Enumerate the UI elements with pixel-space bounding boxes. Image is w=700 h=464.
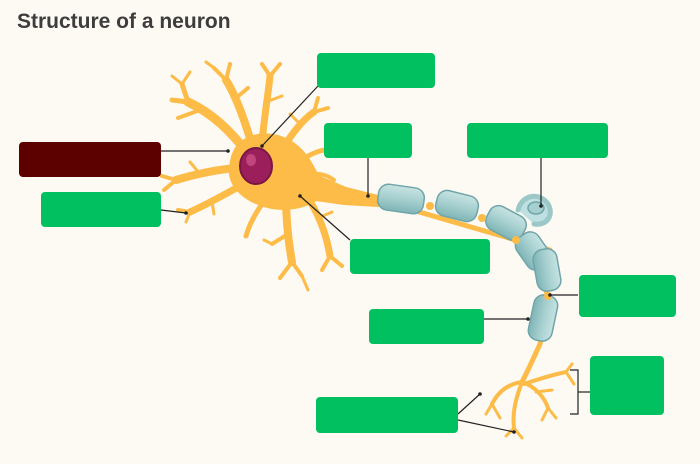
leader-dots	[184, 144, 552, 434]
leader-line-terminal-2	[457, 419, 515, 433]
page-title: Structure of a neuron	[17, 10, 231, 33]
label-axon[interactable]	[350, 239, 490, 274]
bracket-synapse	[570, 369, 579, 415]
axon-terminal-branches	[484, 362, 576, 440]
dendrite-branches-left	[160, 160, 244, 224]
label-axon-terminal[interactable]	[316, 397, 458, 433]
neuron-artwork	[160, 60, 576, 440]
label-synaptic-terminals[interactable]	[590, 356, 664, 415]
label-axon-hillock[interactable]	[324, 123, 412, 158]
leader-line-nucleus	[261, 85, 319, 147]
label-myelin-sheath[interactable]	[369, 309, 484, 344]
myelin-sheaths	[376, 183, 562, 342]
leader-line-terminal	[457, 393, 481, 415]
label-nucleus[interactable]	[317, 53, 435, 88]
leader-line-axon	[299, 195, 351, 241]
leader-line-dendrite-tip	[160, 209, 187, 214]
label-schwann-cell[interactable]	[467, 123, 608, 158]
label-node-of-ranvier[interactable]	[579, 275, 676, 317]
label-dendrite-branch[interactable]	[41, 192, 161, 227]
schwann-cell	[515, 193, 553, 227]
leader-lines	[160, 85, 590, 433]
label-boxes	[19, 53, 676, 433]
label-dendrites[interactable]	[19, 142, 161, 177]
nucleus-shape	[239, 147, 273, 185]
